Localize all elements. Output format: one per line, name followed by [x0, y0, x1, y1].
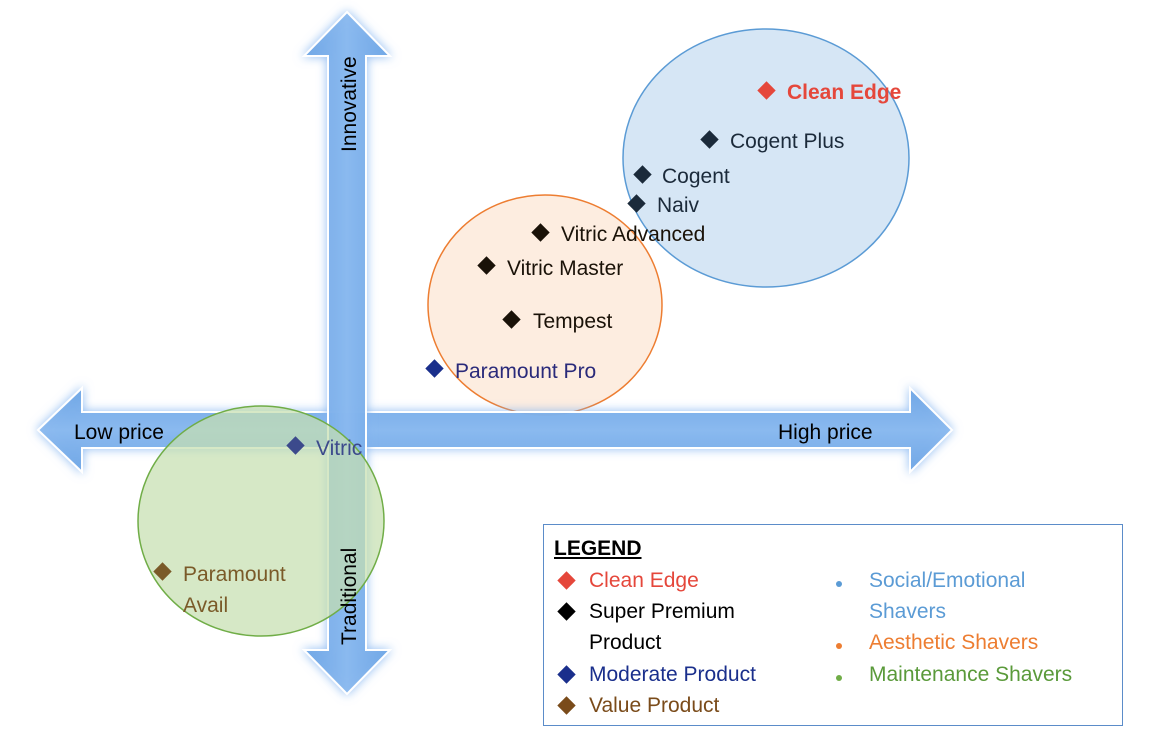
legend-label: Value Product	[589, 694, 720, 717]
price-axis-arrow	[36, 385, 954, 475]
legend-label: Aesthetic Shavers	[869, 631, 1039, 654]
legend-label: Maintenance Shavers	[869, 663, 1073, 686]
innovation-axis-arrow	[301, 10, 393, 696]
product-label: Naiv	[657, 194, 700, 217]
product-marker	[633, 165, 652, 184]
product-label: Paramount	[183, 563, 286, 586]
product-vitric: Vitric	[286, 436, 362, 460]
product-paramount-avail: Paramount Avail	[153, 562, 286, 617]
green-dot-icon	[836, 675, 842, 681]
product-label: Paramount Pro	[455, 360, 596, 383]
axis-label-innovative: Innovative	[338, 56, 361, 152]
legend: LEGEND Clean Edge Super Premium Product …	[543, 524, 1123, 726]
blue-dot-icon	[836, 581, 842, 587]
product-label: Vitric Master	[507, 257, 623, 280]
product-label: Avail	[183, 594, 228, 617]
product-cogent-plus: Cogent Plus	[700, 130, 844, 153]
product-label: Tempest	[533, 310, 613, 333]
product-marker	[700, 130, 719, 149]
product-naiv: Naiv	[627, 194, 700, 217]
product-label: Cogent Plus	[730, 130, 844, 153]
product-marker	[531, 223, 550, 242]
product-cogent: Cogent	[633, 165, 730, 188]
product-label: Clean Edge	[787, 81, 901, 104]
product-vitric-advanced: Vitric Advanced	[531, 223, 705, 246]
product-marker	[502, 310, 521, 329]
brown-diamond-icon	[557, 696, 576, 715]
legend-label: Social/Emotional	[869, 569, 1026, 592]
black-diamond-icon	[557, 602, 576, 621]
product-marker	[153, 562, 172, 581]
product-marker	[286, 436, 305, 455]
red-diamond-icon	[557, 571, 576, 590]
orange-dot-icon	[836, 643, 842, 649]
social-emotional-segment	[622, 28, 910, 288]
product-paramount-pro: Paramount Pro	[425, 359, 596, 383]
axis-label-high-price: High price	[778, 421, 873, 444]
maintenance-segment	[137, 405, 385, 637]
product-clean-edge: Clean Edge	[757, 81, 901, 104]
legend-title: LEGEND	[554, 537, 642, 560]
product-vitric-master: Vitric Master	[477, 256, 623, 280]
product-label: Cogent	[662, 165, 730, 188]
legend-label: Product	[589, 631, 662, 654]
product-label: Vitric	[316, 437, 362, 460]
product-marker	[425, 359, 444, 378]
legend-label: Super Premium	[589, 600, 735, 623]
product-marker	[477, 256, 496, 275]
blue-diamond-icon	[557, 665, 576, 684]
product-marker	[627, 194, 646, 213]
legend-label: Shavers	[869, 600, 947, 623]
legend-label: Clean Edge	[589, 569, 699, 592]
product-tempest: Tempest	[502, 310, 613, 333]
axis-label-traditional: Traditional	[338, 548, 361, 645]
axis-label-low-price: Low price	[74, 421, 164, 444]
product-label: Vitric Advanced	[561, 223, 705, 246]
product-marker	[757, 81, 776, 100]
legend-label: Moderate Product	[589, 663, 756, 686]
